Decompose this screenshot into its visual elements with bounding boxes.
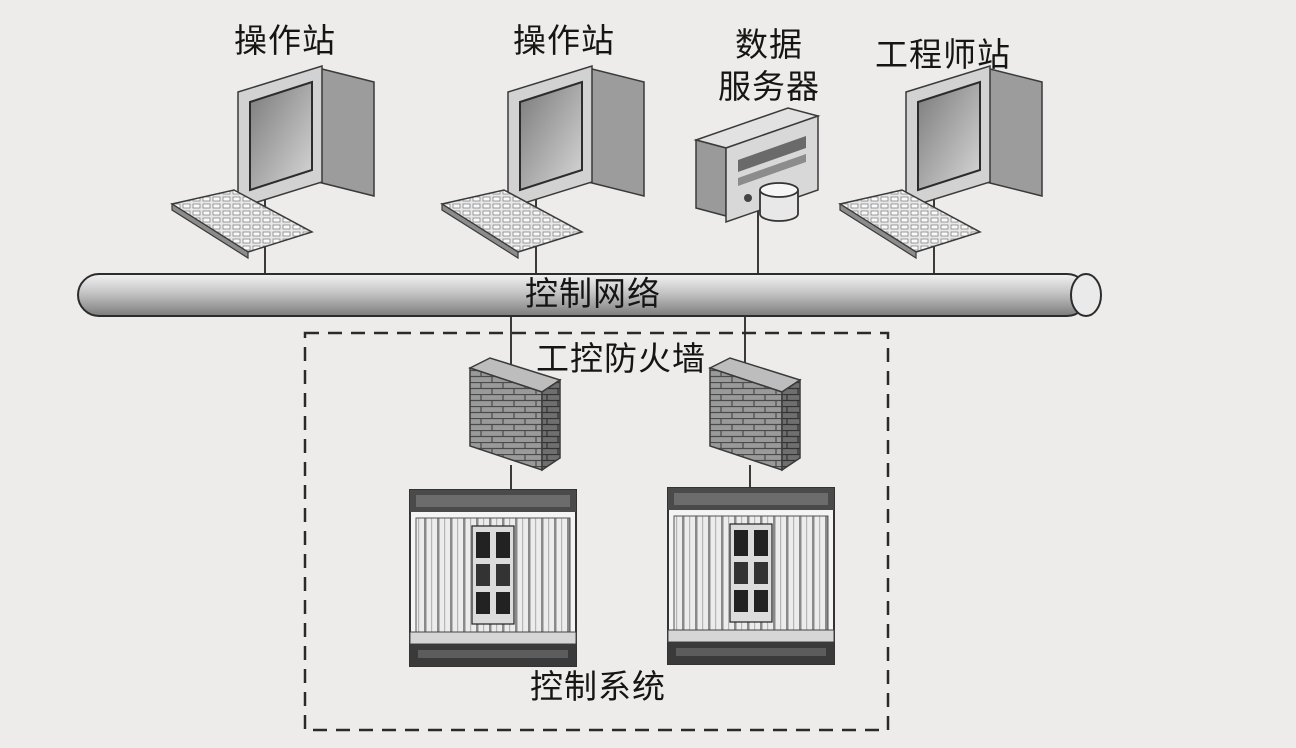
data-server-label: 数据 [735,25,803,64]
database-icon [759,182,799,222]
secure-zone-boundary [303,331,890,732]
control-network-label: 控制网络 [525,274,661,313]
computer-icon [171,65,375,259]
server-icon [693,107,821,224]
computer-icon [839,65,1043,259]
controller-cabinet-icon [667,487,835,665]
controller-cabinet-icon [409,489,577,667]
engineer-station-label: 工程师站 [875,35,1011,74]
connection-lines [264,150,935,490]
industrial-firewall-label: 工控防火墙 [536,339,706,378]
computer-icon [441,65,645,259]
operator-station-label: 操作站 [513,21,615,60]
operator-station-label: 操作站 [234,21,336,60]
firewall-icon [709,357,801,471]
data-server-label: 服务器 [718,67,820,106]
control-network-bus [77,273,1102,317]
control-system-label: 控制系统 [530,667,666,706]
